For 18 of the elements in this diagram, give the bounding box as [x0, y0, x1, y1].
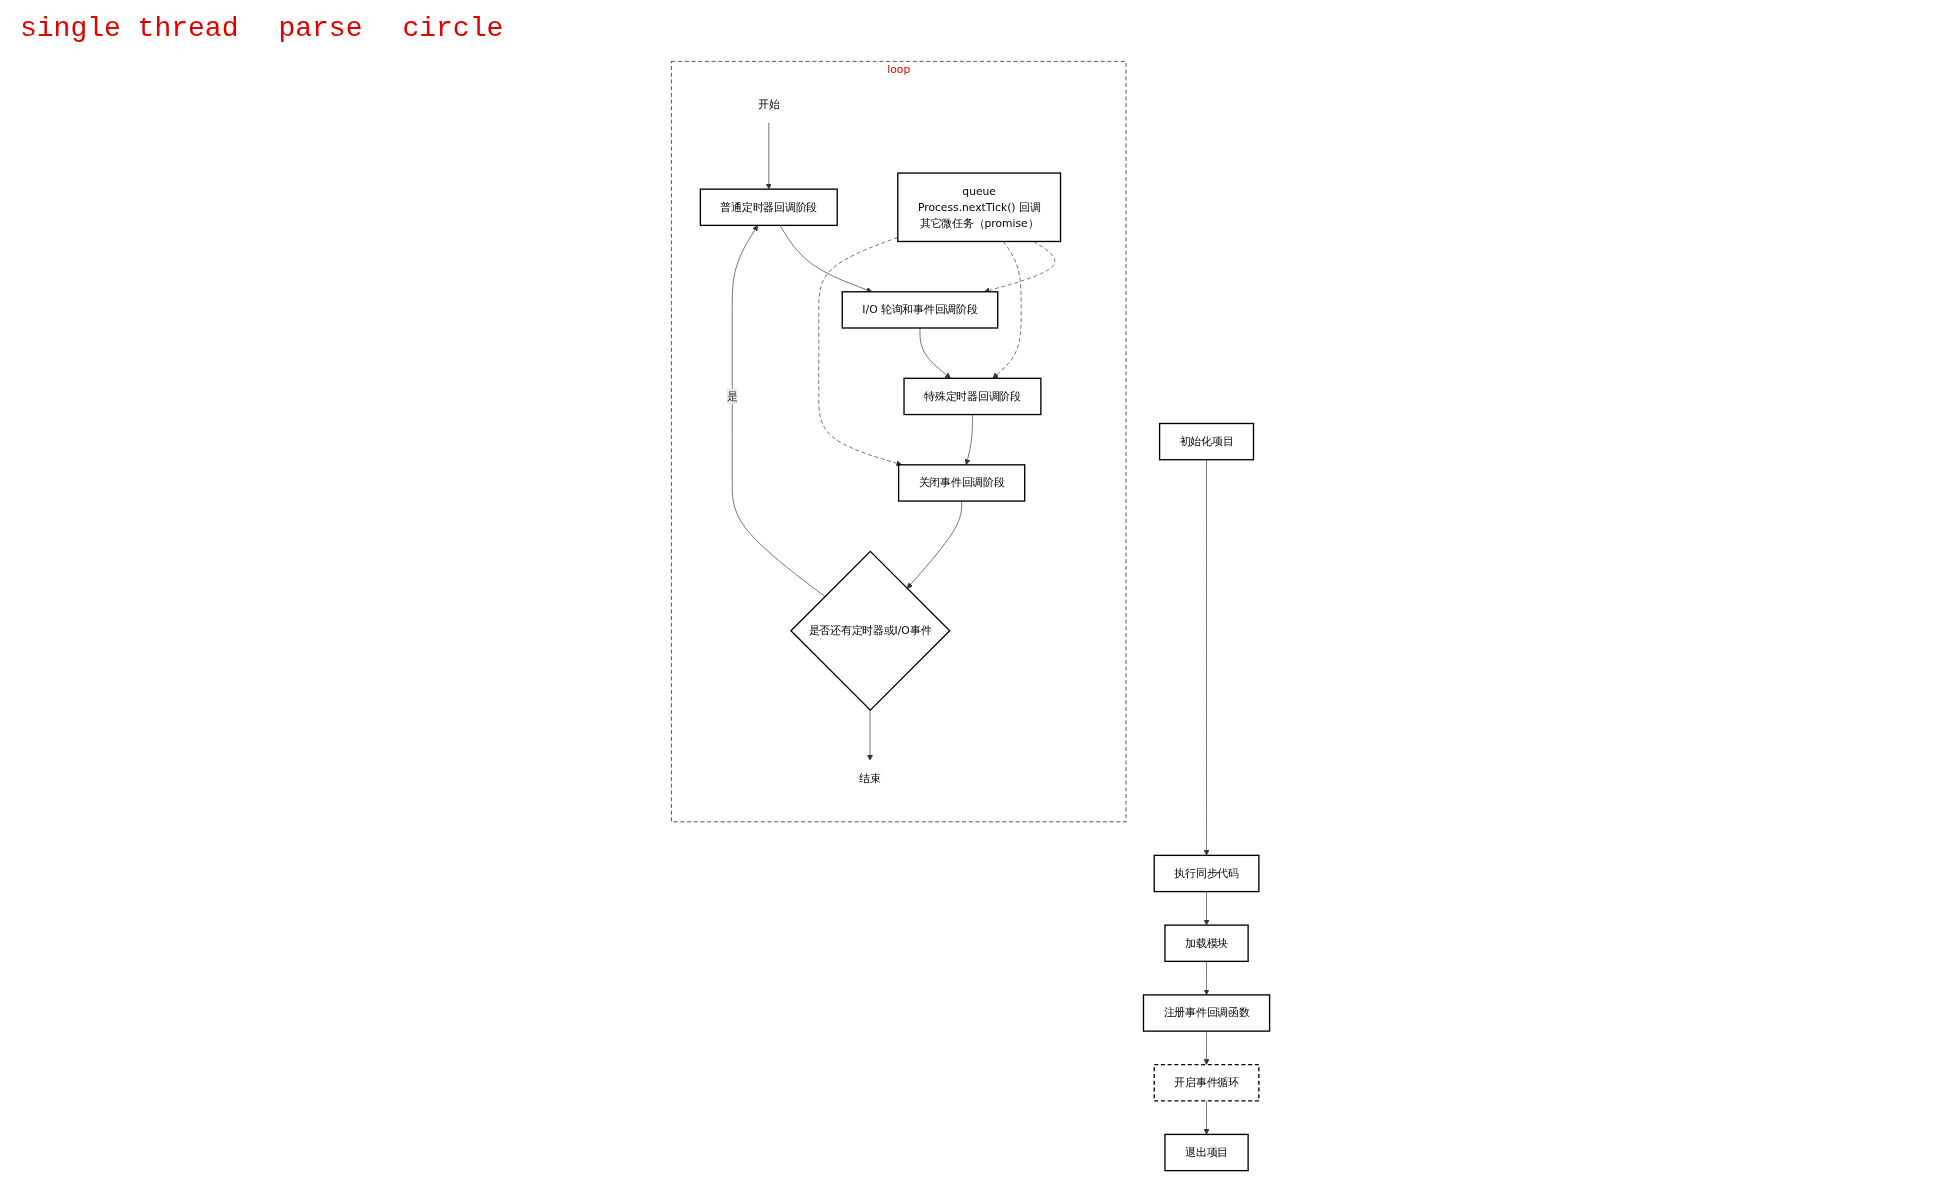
node-box: 退出项目 — [1164, 1133, 1249, 1172]
node-box: 关闭事件回调阶段 — [897, 464, 1026, 502]
annotation-text: circle — [402, 12, 504, 44]
annotation-text: single thread — [20, 12, 239, 44]
node-box: 普通定时器回调阶段 — [699, 188, 838, 227]
node-box: 初始化项目 — [1158, 422, 1255, 461]
edge-label: 是 — [726, 389, 738, 403]
node-box: 执行同步代码 — [1153, 854, 1260, 893]
node-text: 结束 — [859, 771, 881, 785]
annotation-text: parse — [278, 12, 363, 44]
node-box: 注册事件回调函数 — [1142, 994, 1271, 1032]
node-box: 加载模块 — [1164, 924, 1249, 962]
node-text: 开始 — [758, 97, 780, 111]
node-box: 特殊定时器回调阶段 — [903, 377, 1042, 416]
node-box: I/O 轮询和事件回调阶段 — [841, 291, 999, 329]
node-box: queue Process.nextTick() 回调 其它微任务（promise） — [897, 172, 1062, 243]
node-box: 开启事件循环 — [1153, 1064, 1260, 1102]
node-diamond: 是否还有定时器或I/O事件 — [790, 550, 951, 712]
